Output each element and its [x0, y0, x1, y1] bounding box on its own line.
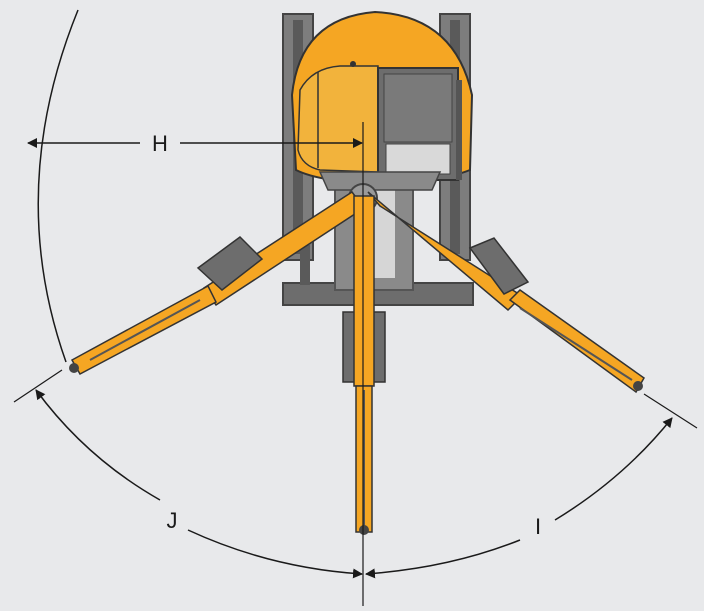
h-label: H — [152, 131, 168, 156]
boom-right-bucket-pin — [633, 381, 643, 391]
j-extension-line — [13, 369, 63, 403]
i-extension-line — [643, 393, 698, 429]
cab-roof — [383, 73, 453, 143]
j-arc-outer — [35, 389, 161, 501]
boom-center-main — [353, 195, 375, 387]
boom-left-cylinder — [196, 236, 264, 291]
boom-right — [367, 191, 645, 394]
dimension-h: H — [27, 122, 364, 606]
dimension-j: J — [13, 369, 363, 579]
swing-radius-arc — [37, 9, 79, 363]
boom-right-cylinder — [468, 237, 530, 295]
boom-center-bucket-pin — [359, 525, 369, 535]
cab-seat — [385, 143, 451, 175]
cab-rail — [456, 80, 462, 180]
boom-right-rod — [519, 307, 633, 381]
swing-base — [318, 171, 442, 191]
boom-left — [69, 190, 366, 376]
boom-left-rod — [89, 299, 201, 361]
boom-center — [342, 195, 386, 535]
dimension-i: I — [365, 393, 698, 579]
i-label: I — [535, 514, 541, 539]
fuel-cap — [350, 61, 356, 67]
j-label: J — [167, 508, 178, 533]
boom-left-bucket-pin — [69, 363, 79, 373]
boom-right-dipper — [508, 289, 645, 394]
engine-hood — [297, 65, 379, 173]
i-arc-outer — [554, 417, 673, 521]
j-arc-inner — [187, 529, 363, 579]
i-arc-inner — [365, 539, 521, 579]
blade-arm-left — [300, 245, 310, 285]
